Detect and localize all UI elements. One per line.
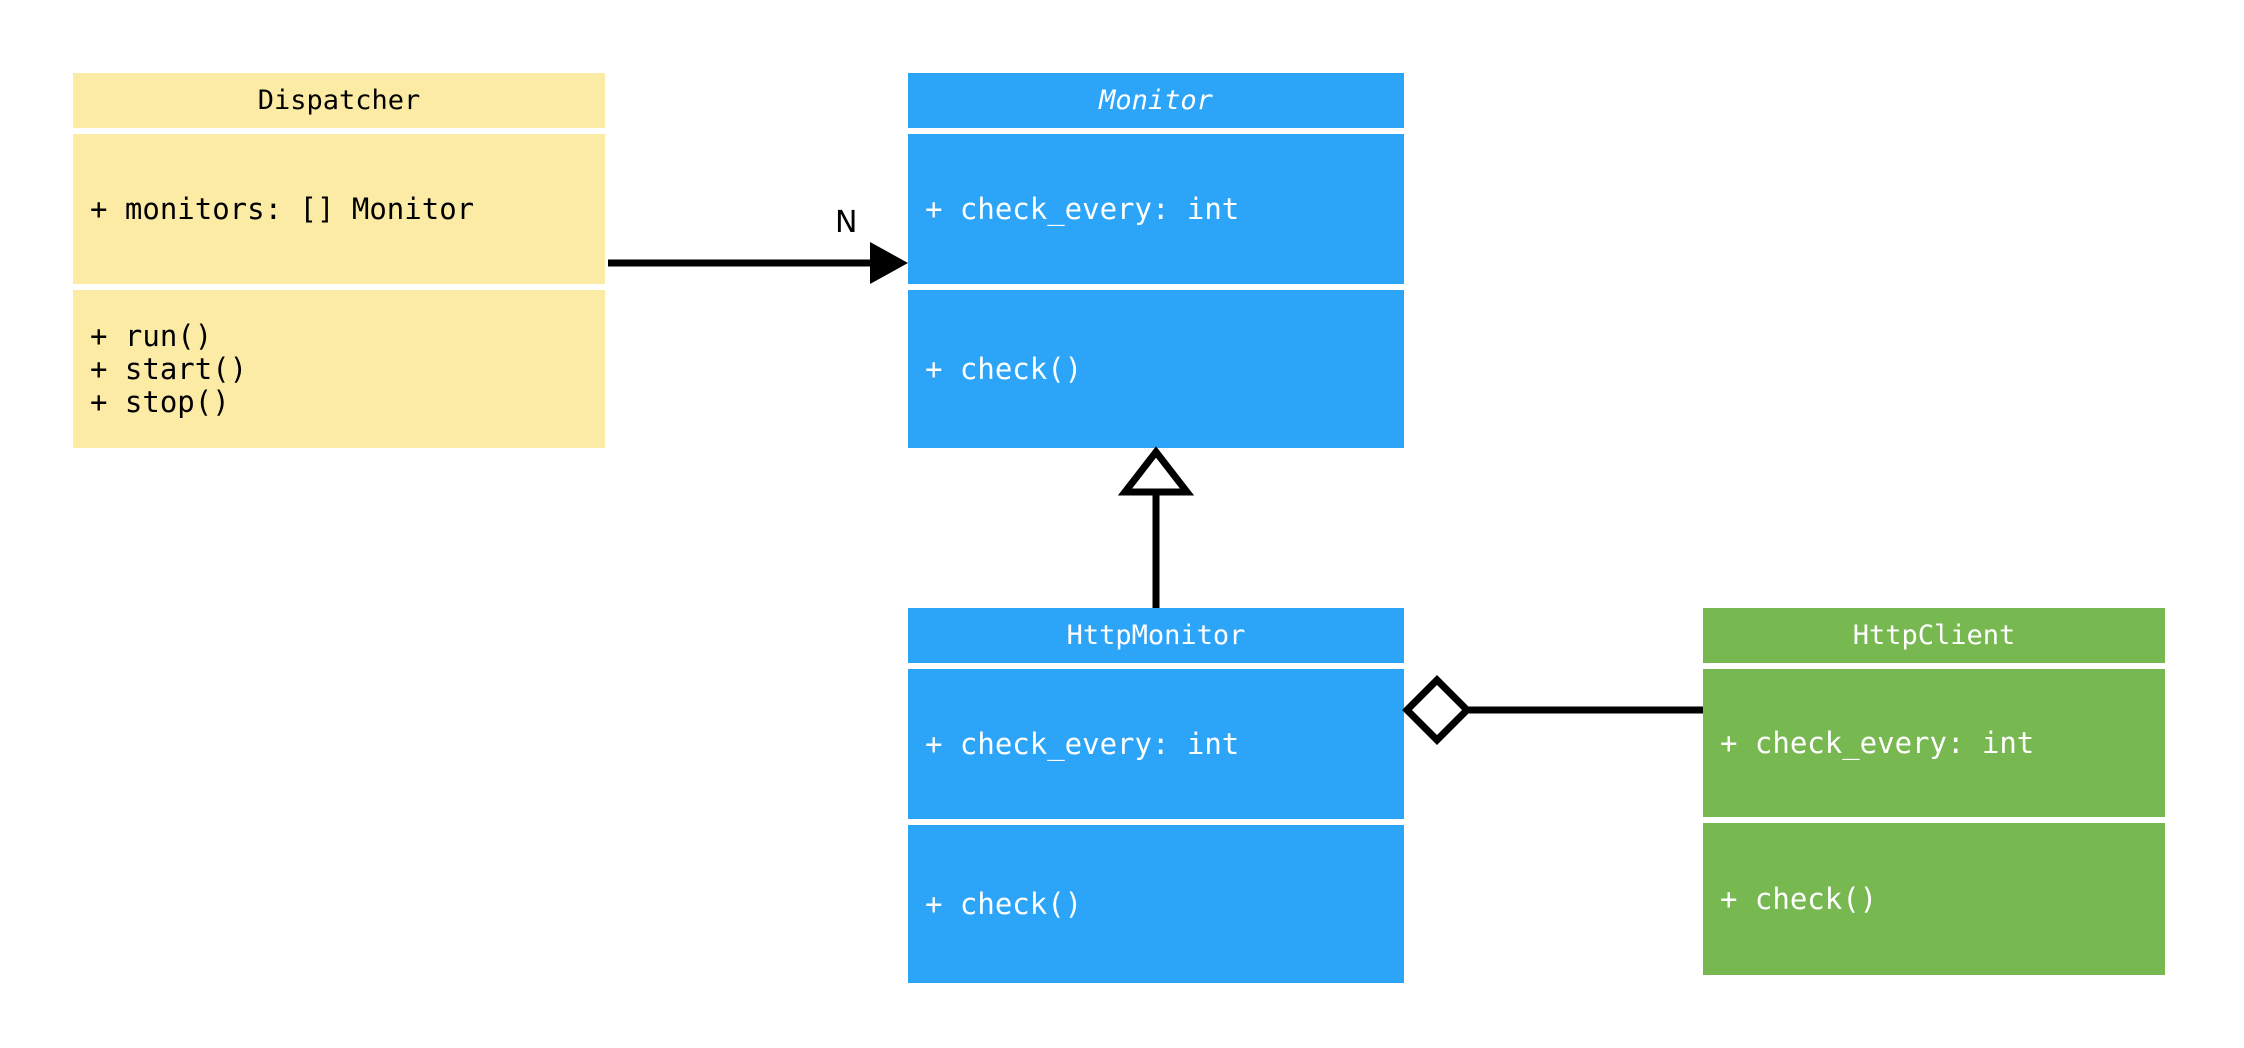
- httpmonitor-method: + check(): [925, 886, 1083, 921]
- dispatcher-method: + run(): [90, 318, 213, 353]
- httpclient-attributes-compartment: + check_every: int: [1703, 669, 2165, 817]
- httpclient-title-compartment: HttpClient: [1703, 608, 2165, 663]
- monitor-title-compartment: Monitor: [908, 73, 1404, 128]
- class-box-monitor[interactable]: Monitor + check_every: int + check(): [908, 73, 1404, 448]
- httpmonitor-attributes-compartment: + check_every: int: [908, 669, 1404, 819]
- httpmonitor-title-compartment: HttpMonitor: [908, 608, 1404, 663]
- monitor-attributes-compartment: + check_every: int: [908, 134, 1404, 284]
- dispatcher-method: + start(): [90, 351, 248, 386]
- httpclient-methods-compartment: + check(): [1703, 823, 2165, 975]
- dispatcher-attribute: + monitors: [] Monitor: [90, 191, 475, 226]
- class-box-dispatcher[interactable]: Dispatcher + monitors: [] Monitor + run(…: [73, 73, 605, 448]
- monitor-attribute: + check_every: int: [925, 191, 1240, 226]
- dispatcher-attributes-compartment: + monitors: [] Monitor: [73, 134, 605, 284]
- dispatcher-title-compartment: Dispatcher: [73, 73, 605, 128]
- dispatcher-class-name: Dispatcher: [257, 85, 421, 116]
- relation-dispatcher-to-monitor[interactable]: [608, 242, 908, 284]
- httpmonitor-class-name: HttpMonitor: [1066, 620, 1246, 651]
- relation-httpmonitor-to-httpclient[interactable]: [1402, 675, 1703, 745]
- hollow-diamond-arrowhead-icon: [1402, 675, 1472, 745]
- httpclient-method: + check(): [1720, 881, 1878, 916]
- class-box-httpclient[interactable]: HttpClient + check_every: int + check(): [1703, 608, 2165, 975]
- dispatcher-methods-compartment: + run() + start() + stop(): [73, 290, 605, 448]
- filled-arrowhead-icon: [870, 242, 908, 284]
- monitor-class-name: Monitor: [1099, 85, 1213, 116]
- httpmonitor-attribute: + check_every: int: [925, 726, 1240, 761]
- httpclient-class-name: HttpClient: [1852, 620, 2016, 651]
- class-box-httpmonitor[interactable]: HttpMonitor + check_every: int + check(): [908, 608, 1404, 983]
- association-multiplicity-label: N: [835, 205, 858, 240]
- relation-httpmonitor-to-monitor[interactable]: [1117, 446, 1195, 608]
- monitor-methods-compartment: + check(): [908, 290, 1404, 448]
- httpmonitor-methods-compartment: + check(): [908, 825, 1404, 983]
- dispatcher-method: + stop(): [90, 384, 230, 419]
- monitor-method: + check(): [925, 351, 1083, 386]
- httpclient-attribute: + check_every: int: [1720, 725, 2035, 760]
- hollow-triangle-arrowhead-icon: [1117, 446, 1195, 496]
